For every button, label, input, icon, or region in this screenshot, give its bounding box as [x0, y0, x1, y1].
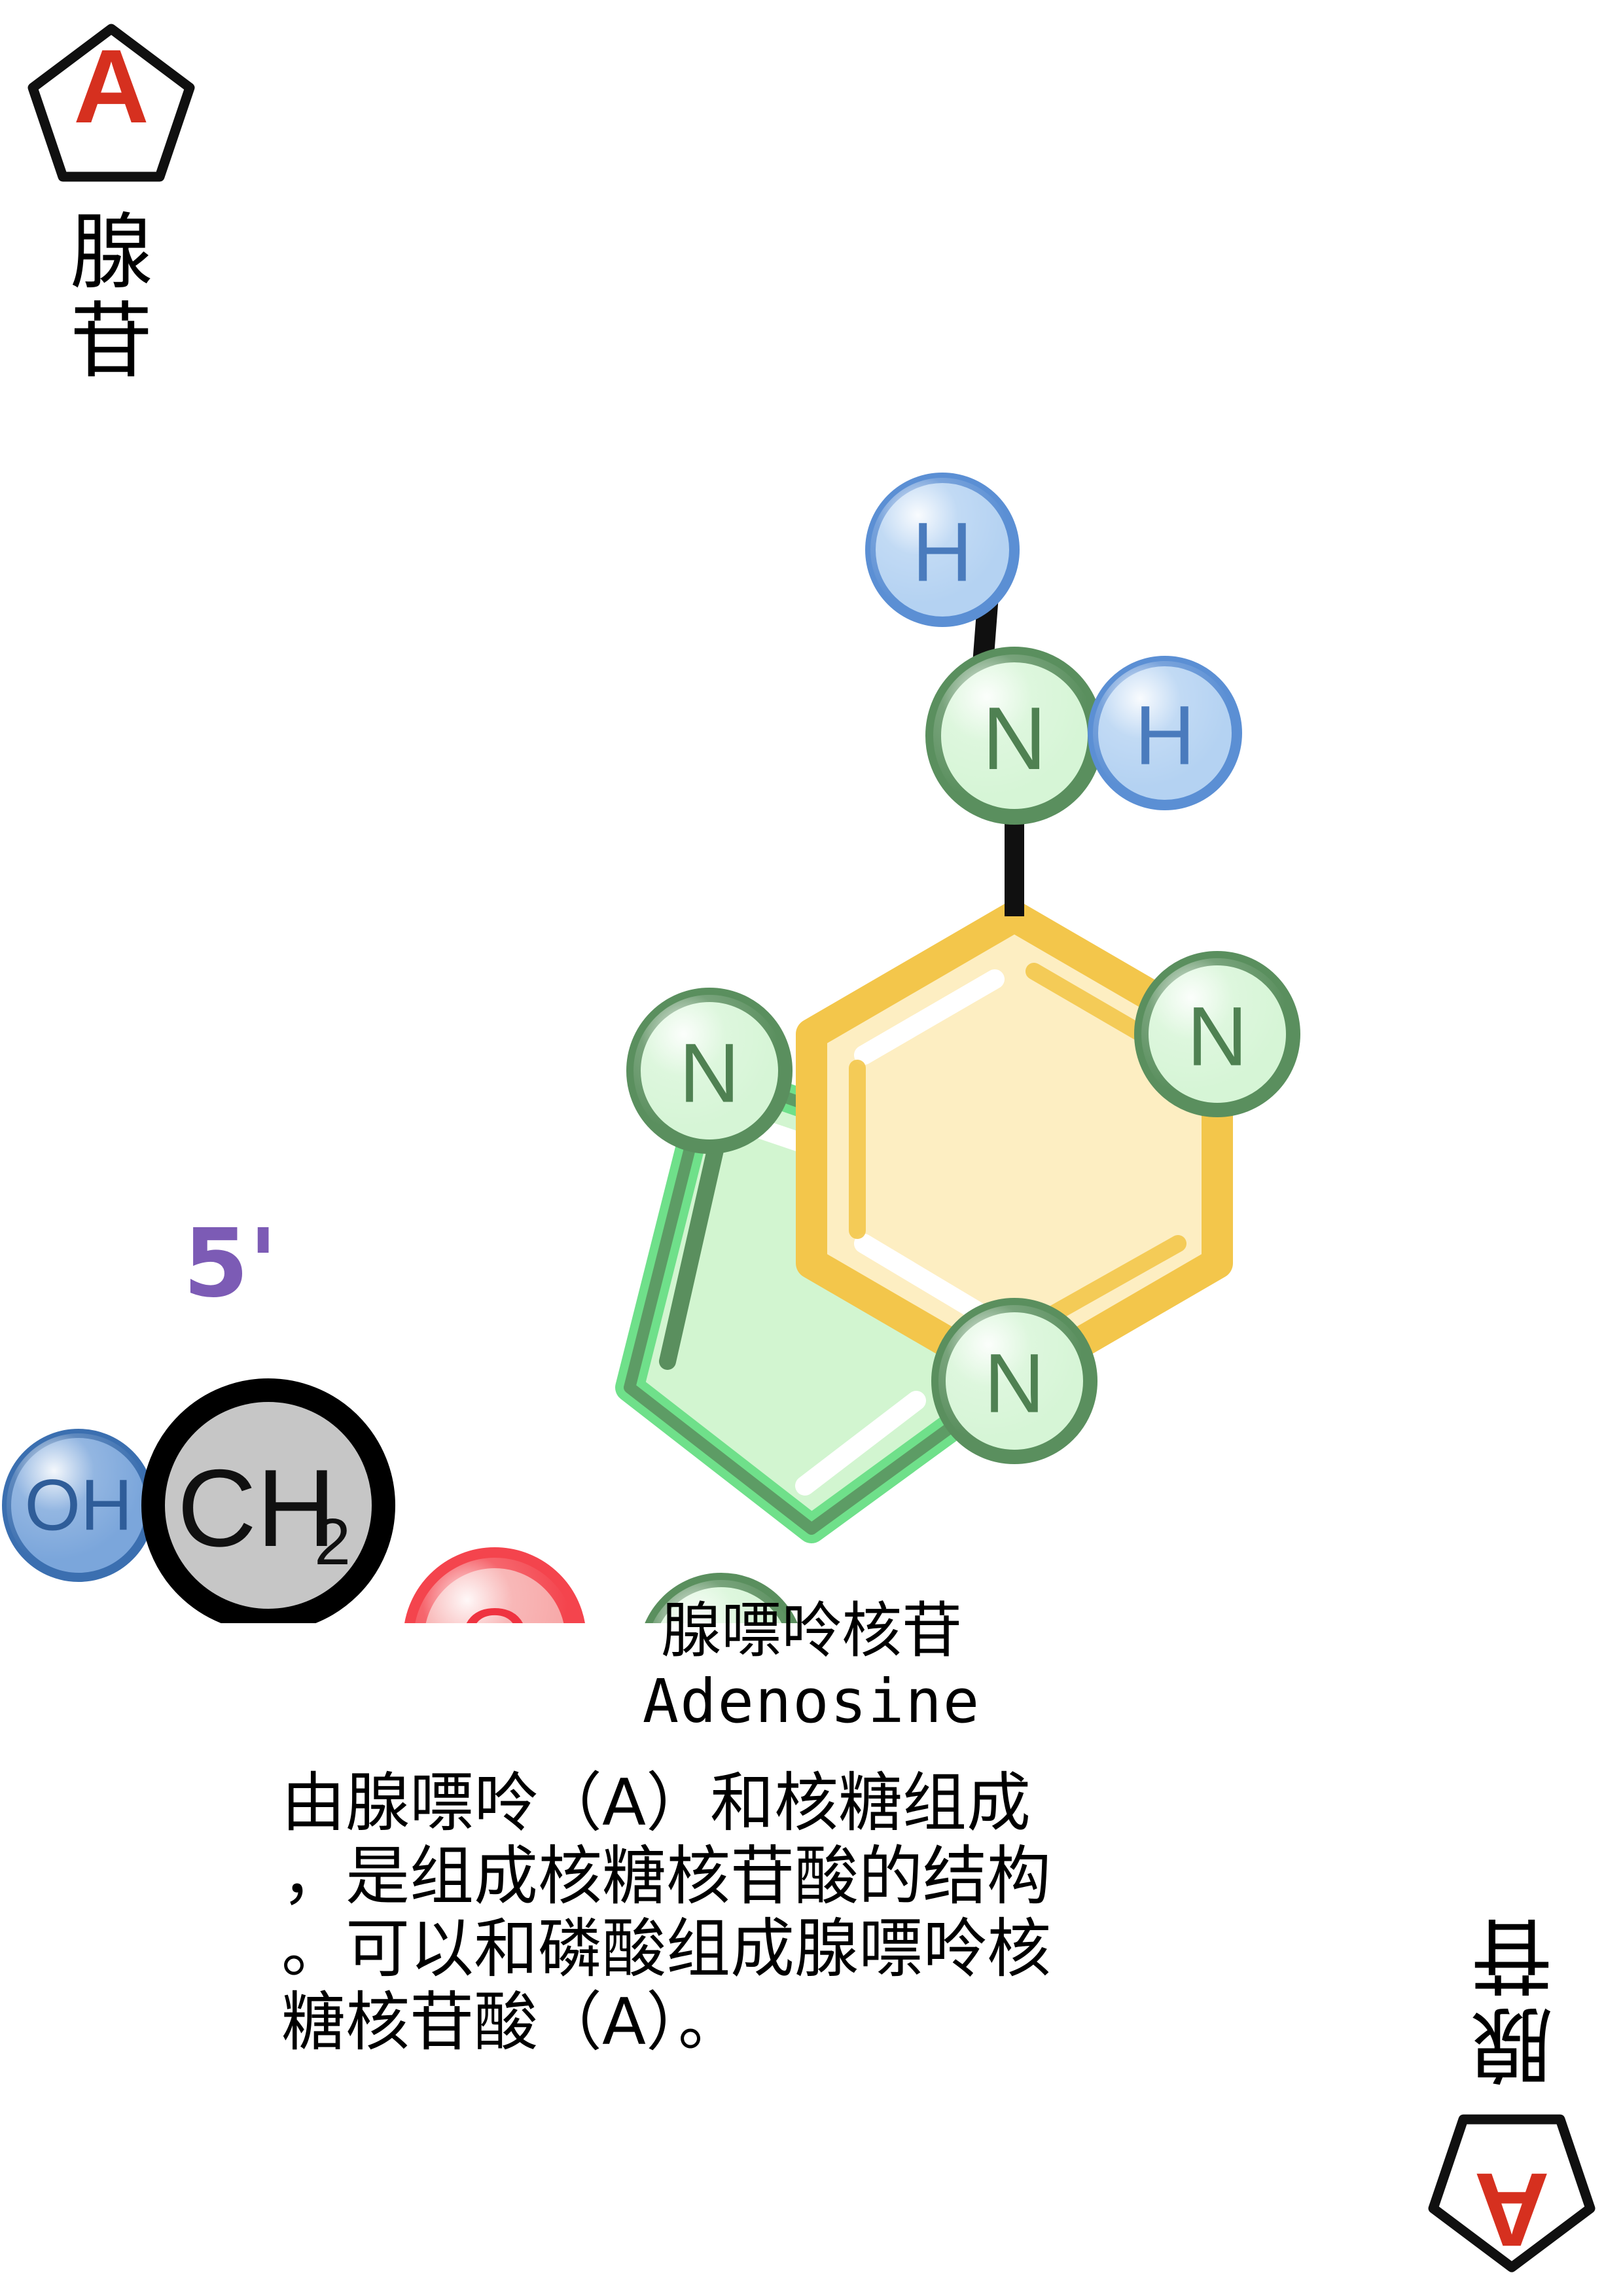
atom-nitrogen-amine: N — [925, 647, 1103, 825]
pentagon-icon — [27, 24, 195, 182]
atom-label-subscript: 2 — [314, 1505, 351, 1579]
atom-carbon-5prime: CH 2 — [141, 1378, 395, 1623]
atom-layer: OH CH 2 O H — [2, 473, 1300, 1624]
atom-label: N — [691, 1612, 751, 1624]
atom-nitrogen-n9: N — [645, 1573, 798, 1624]
badge-letter: A — [1474, 2151, 1550, 2269]
caption-block: 腺嘌呤核苷 Adenosine — [0, 1597, 1623, 1737]
badge-name-char-1: 苷 — [1471, 1906, 1553, 2003]
badge-name-char-0: 腺 — [1471, 1996, 1553, 2092]
atom-label: CH — [177, 1446, 336, 1570]
atom-label: O — [458, 1589, 531, 1624]
badge-letter: A — [73, 27, 149, 145]
prime-label-5: 5' — [183, 1208, 277, 1318]
atom-oxygen-ring: O — [404, 1547, 585, 1624]
pentagon-icon — [1428, 2114, 1596, 2272]
description-line: 。可以和磷酸组成腺嘌呤核 — [281, 1912, 1052, 1987]
badge-top-left: A 腺 苷 — [26, 20, 196, 386]
description-line: ，是组成核糖核苷酸的结构 — [281, 1839, 1052, 1914]
badge-name-char-0: 腺 — [70, 204, 152, 300]
atom-label: N — [1187, 990, 1247, 1084]
badge-name-vertical: 腺 苷 — [1427, 1906, 1597, 2092]
description-line: 由腺嘌呤（A）和核糖组成 — [281, 1766, 1031, 1840]
atom-nitrogen-n7: N — [626, 988, 793, 1154]
atom-label: OH — [25, 1465, 133, 1546]
adenosine-structure-diagram: OH CH 2 O H — [2, 473, 1300, 1624]
atom-label: N — [679, 1027, 740, 1121]
badge-bottom-right: A 腺 苷 — [1427, 1906, 1597, 2276]
atom-nitrogen-n1: N — [1134, 951, 1300, 1117]
description-line: 糖核苷酸（A）。 — [281, 1985, 743, 2060]
pentagon-logo-rotated: A — [1427, 2113, 1597, 2276]
pentagon-logo: A — [26, 20, 196, 183]
prime-label-layer: 5' 4' 3' 2' 1' — [183, 1208, 277, 1318]
atom-label: H — [912, 506, 972, 600]
atom-label: N — [982, 689, 1046, 788]
atom-hydrogen-amine-a: H — [865, 473, 1020, 627]
description-text: 由腺嘌呤（A）和核糖组成 ，是组成核糖核苷酸的结构 。可以和磷酸组成腺嘌呤核 糖… — [281, 1767, 1342, 2060]
badge-name-vertical: 腺 苷 — [26, 204, 196, 390]
atom-hydrogen-amine-b: H — [1088, 656, 1242, 810]
badge-name-char-1: 苷 — [70, 293, 152, 390]
atom-nitrogen-n3: N — [931, 1298, 1097, 1464]
atom-hydroxyl-5prime: OH — [2, 1429, 155, 1582]
atom-label: H — [1135, 689, 1195, 783]
compound-name-english: Adenosine — [642, 1666, 981, 1737]
atom-label: N — [984, 1337, 1044, 1431]
compound-name-chinese: 腺嘌呤核苷 — [660, 1596, 962, 1666]
